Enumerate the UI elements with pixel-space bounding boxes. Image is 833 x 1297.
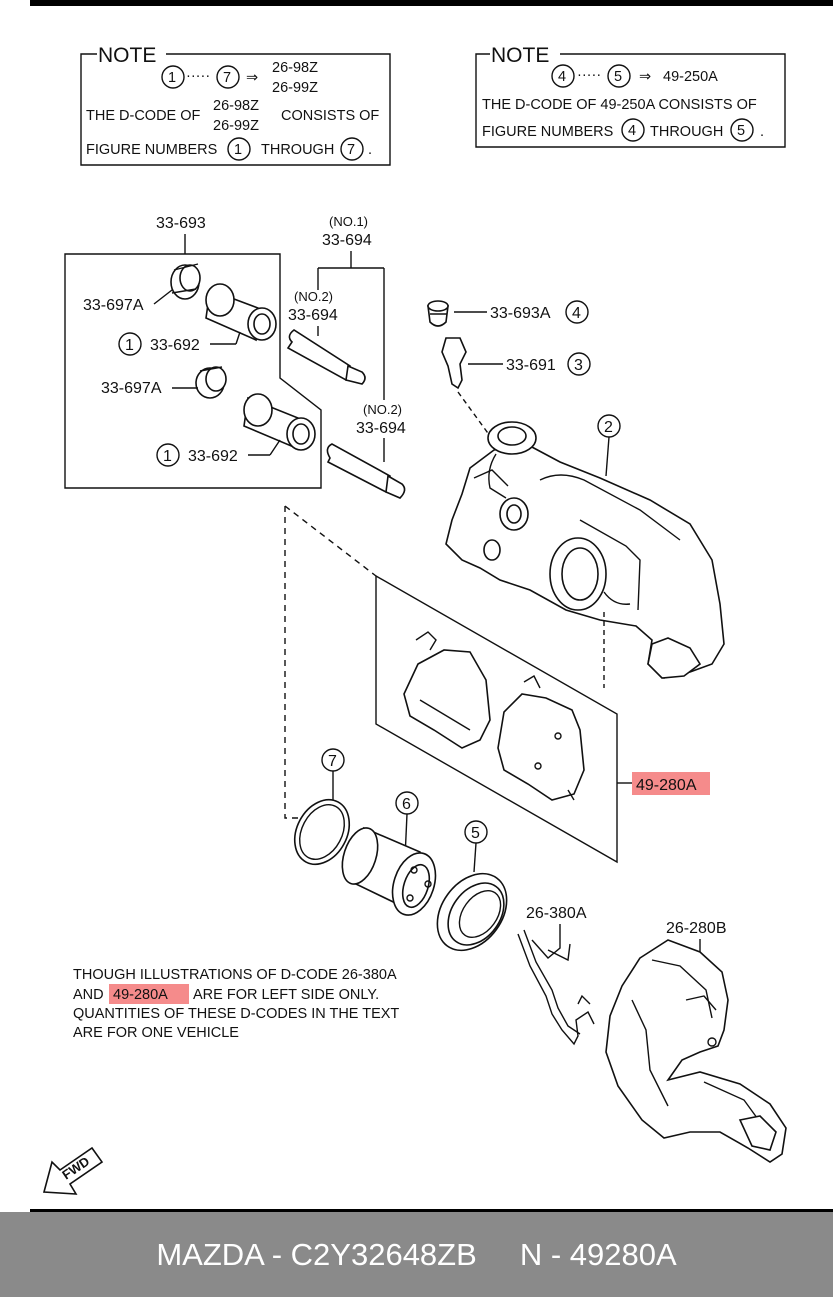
note-2-arrow: ⇒ [639,69,651,85]
label-caliper-num: 2 [604,419,613,436]
label-ring-num: 7 [328,753,337,770]
note-2-line3-start: 4 [628,123,636,139]
note-2-line3-end-num: 5 [737,123,745,139]
caliper-bracket: 26-280B [605,920,787,1163]
label-seal-num: 5 [471,825,480,842]
disclaimer-line-1: THOUGH ILLUSTRATIONS OF D-CODE 26-380A [73,967,397,983]
note-2-line2: THE D-CODE OF 49-250A CONSISTS OF [482,97,757,113]
note-1-line3-start: 1 [234,142,242,158]
disclaimer: THOUGH ILLUSTRATIONS OF D-CODE 26-380A A… [73,967,399,1041]
label-33-694-top: 33-694 [322,232,372,249]
disclaimer-code-highlight [109,984,189,1004]
boot-33-697a-upper [170,263,201,300]
label-49-280a: 49-280A [636,777,697,794]
label-sleeve-upper-num: 1 [125,337,134,354]
note-1-range-dots: ····· [186,68,210,84]
note-2-line3-mid: THROUGH [650,124,723,140]
boot-33-697a-lower [195,366,227,399]
note-1-code-a: 26-98Z [272,60,318,76]
piston-seal: 5 [436,820,508,952]
note-2-line3-pre: FIGURE NUMBERS [482,124,613,140]
label-33-693: 33-693 [156,215,206,232]
label-33-691-num: 3 [574,357,583,374]
label-33-692-upper: 33-692 [150,337,200,354]
disclaimer-line-2-code: 49-280A [113,987,168,1003]
piston: 6 [341,791,437,916]
parts-diagram: NOTE 1 ····· 7 ⇒ 26-98Z 26-99Z THE D-COD… [42,44,787,1195]
fwd-arrow-icon: FWD [42,1146,104,1195]
note-2-range-end: 5 [614,69,622,85]
label-26-280b: 26-280B [666,920,727,937]
label-no1: (NO.1) [329,214,368,229]
note-2-code: 49-250A [663,69,718,85]
label-33-692-lower: 33-692 [188,448,238,465]
label-33-694-b: 33-694 [356,420,406,437]
bleeder-cap: 33-693A 4 [427,300,589,327]
pad-right [497,675,585,801]
piston-ring: 7 [293,748,351,866]
pads-code-highlight [632,772,710,795]
label-33-697a-upper: 33-697A [83,297,144,314]
guide-pin-a [286,329,366,385]
label-sleeve-lower-num: 1 [163,448,172,465]
label-no2-b: (NO.2) [363,402,402,417]
label-26-380a: 26-380A [526,905,587,922]
note-1-line2-post: CONSISTS OF [281,108,379,124]
note-box-1: NOTE 1 ····· 7 ⇒ 26-98Z 26-99Z THE D-COD… [80,44,391,166]
disclaimer-line-3: QUANTITIES OF THESE D-CODES IN THE TEXT [73,1006,399,1022]
pad-left [403,631,491,749]
guide-pin-b [326,443,406,499]
disclaimer-line-2-pre: AND [73,987,104,1003]
note-1-range-end: 7 [223,70,231,86]
note-1-line2-pre: THE D-CODE OF [86,108,201,124]
label-33-694-a: 33-694 [288,307,338,324]
footer-border [30,1209,833,1212]
top-border [30,0,833,6]
disclaimer-line-2-post: ARE FOR LEFT SIDE ONLY. [193,987,379,1003]
note-1-line3-mid: THROUGH [261,142,334,158]
guide-pins: (NO.1) 33-694 (NO.2) 33-694 (NO.2) 33-69… [286,214,406,499]
slide-pin-kit: 33-693 33-697A 1 33-692 33-69 [64,215,322,489]
anti-rattle-spring: 26-380A [517,905,595,1046]
footer-part-numbers: MAZDA - C2Y32648ZB N - 49280A [0,1212,833,1297]
note-1-line3-end-num: 7 [347,142,355,158]
brake-pads: 49-280A [375,574,710,864]
label-33-693a-num: 4 [572,305,581,322]
label-33-693a: 33-693A [490,305,551,322]
note-1-range-start: 1 [168,70,176,86]
note-2-range-dots: ····· [577,67,601,83]
note-1-line2-code-b: 26-99Z [213,118,259,134]
note-1-title: NOTE [98,44,156,67]
note-1-line3-end: . [368,142,372,158]
disclaimer-line-4: ARE FOR ONE VEHICLE [73,1025,239,1041]
note-box-2: NOTE 4 ····· 5 ⇒ 49-250A THE D-CODE OF 4… [475,44,786,148]
sleeve-33-692-lower [243,393,316,451]
caliper-body: 2 [445,414,725,688]
note-1-line3-pre: FIGURE NUMBERS [86,142,217,158]
note-2-title: NOTE [491,44,549,67]
note-2-line3-end: . [760,124,764,140]
note-2-range-start: 4 [558,69,566,85]
note-1-line2-code-a: 26-98Z [213,98,259,114]
label-no2-a: (NO.2) [294,289,333,304]
bleeder-screw: 33-691 3 [441,337,591,437]
sleeve-33-692-upper [205,283,277,342]
note-1-arrow: ⇒ [246,70,258,86]
label-piston-num: 6 [402,796,411,813]
label-33-697a-lower: 33-697A [101,380,162,397]
label-33-691: 33-691 [506,357,556,374]
note-1-code-b: 26-99Z [272,80,318,96]
